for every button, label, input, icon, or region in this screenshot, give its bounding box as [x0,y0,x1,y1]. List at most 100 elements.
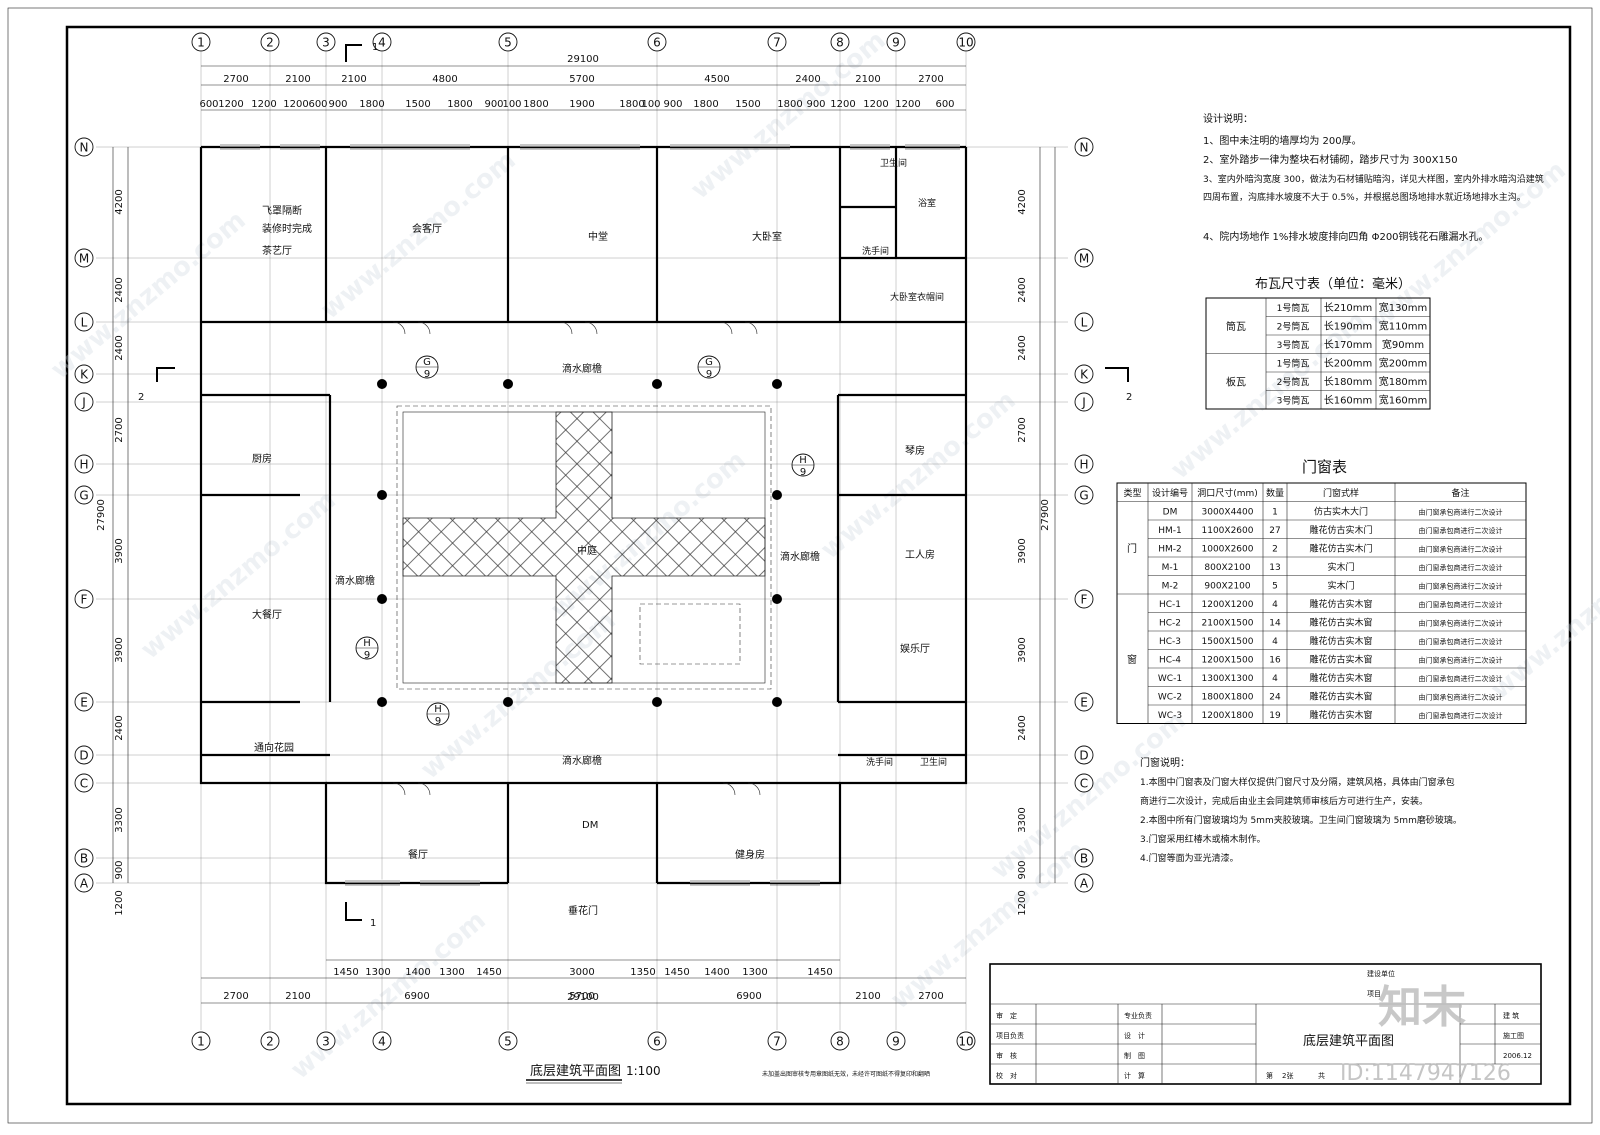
section-mark-label: 2 [138,392,144,403]
dim-text: 1450 [476,967,501,978]
axis-bubble [830,1031,850,1051]
dim-text: 1400 [704,967,729,978]
tile-cell: 3号筒瓦 [1277,339,1310,351]
axis-label: 6 [653,1035,661,1049]
room-label: 琴房 [905,444,925,457]
door-table-cell: 由门窗承包商进行二次设计 [1419,582,1503,591]
axis-bubble [830,32,850,52]
door-table-cell: 由门窗承包商进行二次设计 [1419,545,1503,554]
dim-text: 1200 [283,99,308,110]
dim-text: 900 [1017,860,1028,879]
axis-bubble [1074,745,1094,765]
title-block: 建设单位 项目 审 定 项目负责 审 核 校 对 专业负责 设 计 制 图 计 … [762,963,1542,1085]
door-table-header: 数量 [1266,487,1284,499]
dim-text: 600 [308,99,327,110]
axis-bubble [1074,773,1094,793]
tile-cell: 长200mm [1324,358,1373,370]
axis-label: 1 [197,1035,205,1049]
title-block-date: 2006.12 [1503,1052,1532,1060]
axis-bubble [74,454,94,474]
door-group-label: 门 [1127,542,1137,555]
axis-label: M [1079,252,1089,266]
axis-bubble [1074,392,1094,412]
axis-label: N [80,141,89,155]
axis-label: L [81,316,88,330]
room-label: 垂花门 [568,904,598,917]
door-notes-header: 门窗说明： [1140,756,1190,769]
door-table-header: 类型 [1123,487,1141,499]
door-table-frame [1116,482,1527,724]
axis-bubble [767,32,787,52]
title-block-bottom-note: 未加盖出图审核专用章图纸无效，未经许可图纸不得复印和翻晒 [762,1070,930,1078]
columns [377,379,782,707]
door-table-cell: 13 [1269,563,1280,573]
detail-mark-label: 9 [435,716,441,727]
room-label: 大卧室 [752,230,782,243]
room-label: DM [582,820,598,831]
dim-text: 900 [663,99,682,110]
room-label: 滴水廊檐 [780,550,820,563]
tile-cell: 1号筒瓦 [1277,302,1310,314]
dim-text: 1200 [1017,890,1028,915]
axis-label: M [79,252,89,266]
dim-text: 2700 [918,74,943,85]
title-block-sheet-no: 2张 [1282,1071,1293,1080]
title-block-label: 校 对 [996,1071,1017,1080]
detail-mark-label: 9 [800,467,806,478]
door-table-cell: 实木门 [1327,561,1354,573]
axis-label: B [80,852,88,866]
axis-label: D [79,749,88,763]
dim-text: 4200 [114,189,125,214]
axis-bubble [372,1031,392,1051]
axis-bubble [74,773,94,793]
dim-text: 1500 [405,99,430,110]
axis-bubble [260,1031,280,1051]
courtyard-path [402,411,766,684]
dim-text: 2100 [341,74,366,85]
dim-text: 3900 [114,538,125,563]
door-table-cell: 24 [1269,693,1281,703]
title-block-label: 建设单位 [1367,969,1395,978]
tile-cell: 宽180mm [1379,375,1428,388]
door-table-cell: 1 [1272,508,1278,518]
door-note-item: 商进行二次设计，完成后由业主会同建筑师审核后方可进行生产，安装。 [1140,795,1428,807]
door-table-cell: 由门窗承包商进行二次设计 [1419,693,1503,702]
dim-text: 1200 [895,99,920,110]
brand-logo: 知末 [1378,982,1466,1033]
door-table-cell: 4 [1272,637,1278,647]
drawing-title: 底层建筑平面图 1:100 [526,1063,661,1084]
axis-bubble [1074,692,1094,712]
title-block-label: 专业负责 [1124,1011,1152,1020]
door-table-cell: 雕花仿古实木门 [1309,543,1372,555]
door-table-cell: 雕花仿古实木窗 [1309,672,1372,684]
axis-bubble [647,32,667,52]
door-table-cell: 5 [1272,582,1278,592]
axis-bubble [74,745,94,765]
door-swing [559,321,573,335]
axis-label: 5 [504,36,512,50]
watermark-site-text: www.znzmo.com [45,205,251,385]
door-table-cell: 19 [1269,711,1281,721]
axis-label: 4 [378,36,386,50]
door-table-cell: WC-1 [1158,674,1182,684]
walls [199,143,968,886]
title-block-label: 计 算 [1124,1071,1145,1080]
dim-text: 1200 [218,99,243,110]
dim-text: 2400 [795,74,820,85]
door-table-cell: 雕花仿古实木窗 [1309,617,1372,629]
axis-bubble [74,392,94,412]
door-table-cell: HC-1 [1159,600,1181,610]
dim-text: 1800 [619,99,644,110]
title-block-label: 项目负责 [996,1031,1024,1040]
watermark-site-text: www.znzmo.com [285,905,491,1085]
title-block-stage: 施工图 [1503,1031,1524,1040]
dim-text: 1200 [830,99,855,110]
title-block-total-label: 共 [1318,1071,1325,1080]
dim-text: 2700 [223,74,248,85]
dim-text: 2400 [114,277,125,302]
door-table-cell: 由门窗承包商进行二次设计 [1419,526,1503,535]
dim-text: 3300 [1017,807,1028,832]
dim-text: 2400 [1017,715,1028,740]
